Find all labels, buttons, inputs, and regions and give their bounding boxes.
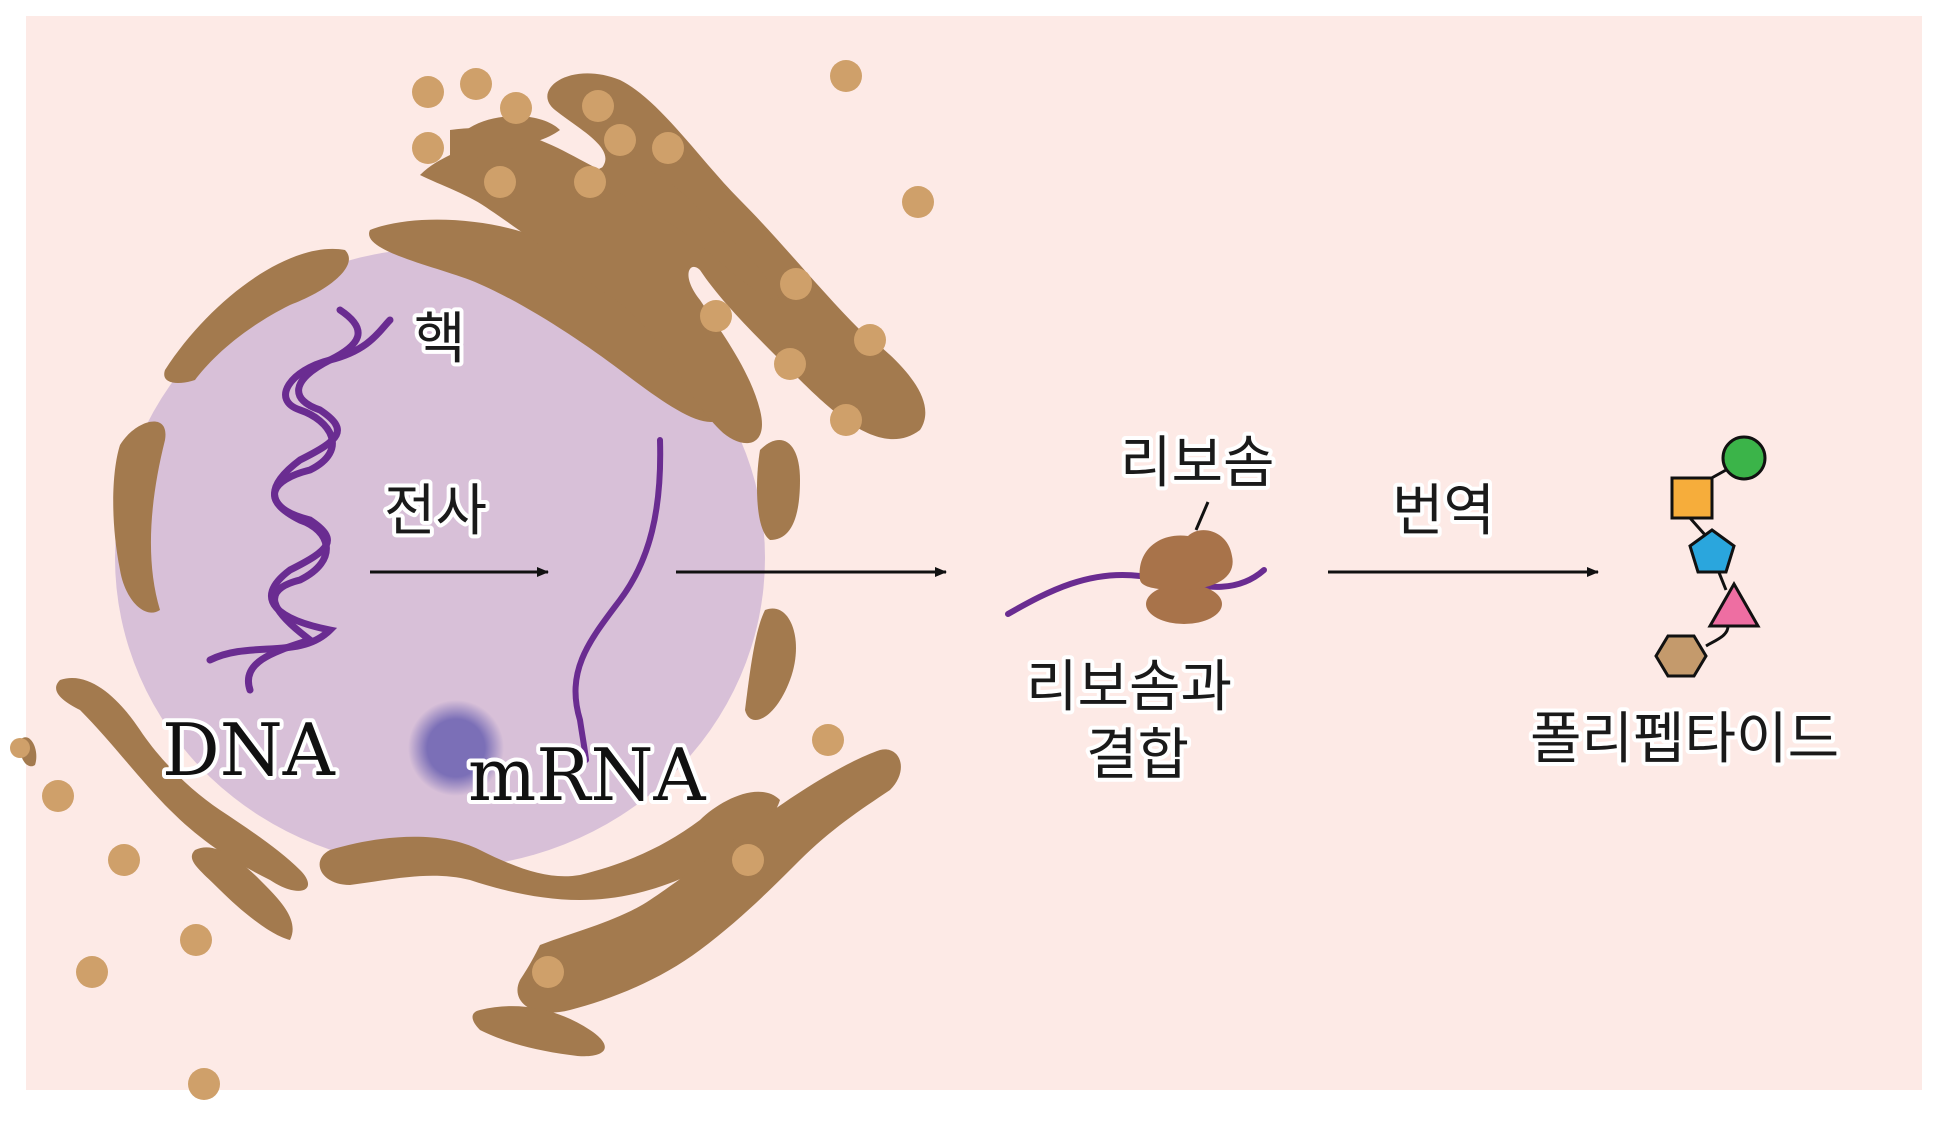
ribosome-pointer xyxy=(1194,501,1210,531)
ribosome-small-subunit xyxy=(1146,584,1222,624)
ribosome-complex xyxy=(1005,501,1267,624)
label-translation: 번역 xyxy=(1392,479,1495,544)
free-ribosome-dots xyxy=(10,60,934,1100)
label-dna: DNA xyxy=(162,708,336,792)
ribosome-large-subunit xyxy=(1139,530,1233,590)
endoplasmic-reticulum xyxy=(19,73,926,1057)
polypeptide-chain xyxy=(1654,435,1767,678)
mrna-strand xyxy=(572,437,664,763)
amino-acid-pentagon xyxy=(1688,528,1736,574)
amino-acid-circle xyxy=(1721,435,1767,481)
dna-helix xyxy=(206,306,394,694)
amino-acid-triangle xyxy=(1707,580,1761,628)
label-binding-line2: 결합 xyxy=(1086,723,1189,788)
nucleus xyxy=(115,248,765,868)
label-ribosome: 리보솜 xyxy=(1120,431,1275,496)
amino-acid-hexagon xyxy=(1654,634,1708,678)
label-polypeptide: 폴리펩타이드 xyxy=(1530,707,1839,772)
nucleolus xyxy=(408,700,504,796)
label-transcription: 전사 xyxy=(384,479,487,544)
label-nucleus: 핵 xyxy=(414,307,466,372)
label-mrna: mRNA xyxy=(468,733,706,817)
amino-acid-square xyxy=(1670,476,1714,520)
label-binding-line1: 리보솜과 xyxy=(1026,655,1232,720)
